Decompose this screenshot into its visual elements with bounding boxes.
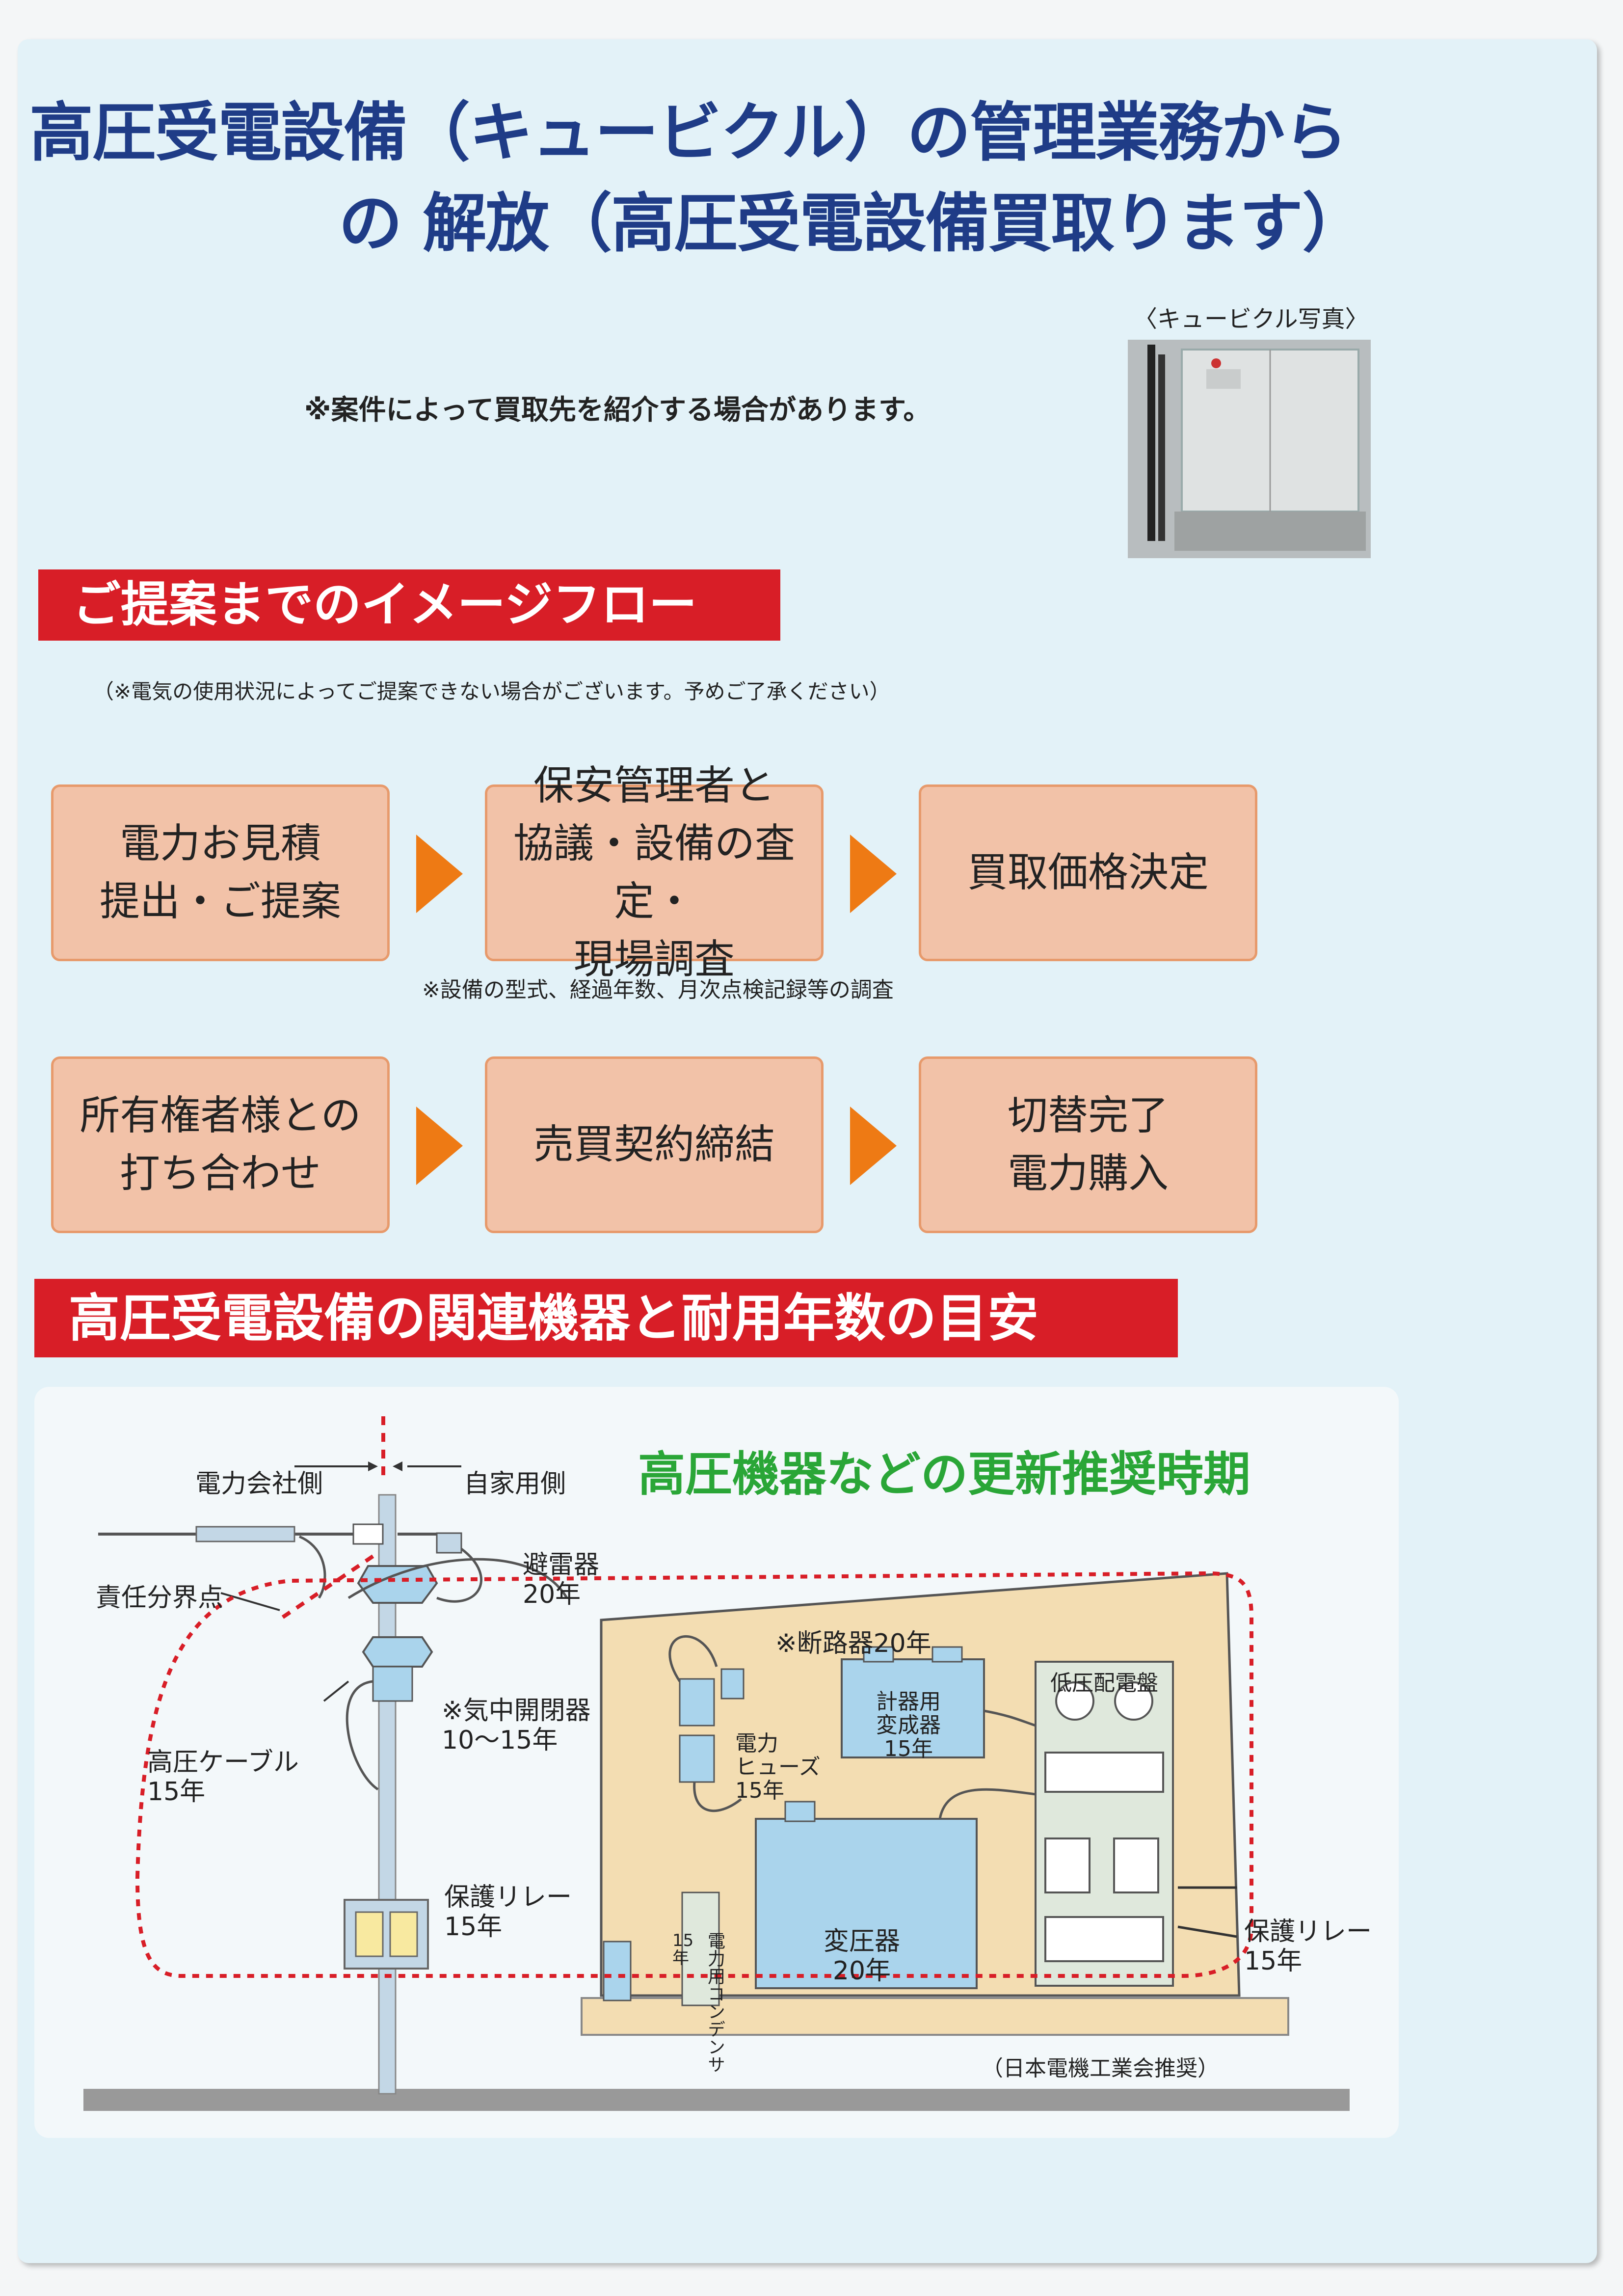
flow-subnote: （※電気の使用状況によってご提案できない場合がございます。予めご了承ください）: [93, 679, 890, 703]
label-boundary: 責任分界点: [96, 1583, 224, 1613]
label-own-side: 自家用側: [464, 1469, 566, 1499]
label-relay-panel: 保護リレー 15年: [1244, 1917, 1372, 1976]
flow-step-contract: 売買契約締結: [485, 1056, 824, 1233]
recommend-title: 高圧機器などの更新推奨時期: [638, 1447, 1251, 1502]
flow-arrow-icon: [416, 835, 463, 913]
flow-step-note: ※設備の型式、経過年数、月次点検記録等の調査: [422, 977, 894, 1002]
label-source: （日本電機工業会推奨）: [982, 2056, 1219, 2081]
flow-step-estimate: 電力お見積 提出・ご提案: [51, 784, 390, 961]
label-instrument-transformer: 計器用 変成器 15年: [876, 1689, 941, 1761]
flow-arrow-icon: [850, 1107, 897, 1185]
label-relay-pole: 保護リレー 15年: [444, 1883, 572, 1942]
label-hv-cable: 高圧ケーブル 15年: [147, 1748, 299, 1807]
flow-arrow-icon: [416, 1107, 463, 1185]
cubicle-photo: [1128, 340, 1371, 558]
flow-step-price: 買取価格決定: [919, 784, 1257, 961]
label-transformer: 変圧器 20年: [824, 1927, 901, 1986]
label-condenser-years: 15 年: [672, 1931, 694, 1968]
flow-step-meeting: 所有権者様との 打ち合わせ: [51, 1056, 390, 1233]
label-breaker: ※断路器20年: [775, 1629, 931, 1658]
equipment-diagram: [34, 1387, 1399, 2138]
purchase-note: ※案件によって買取先を紹介する場合があります。: [304, 394, 931, 426]
label-condenser: 電力用コンデンサ: [705, 1932, 725, 2073]
flow-heading: ご提案までのイメージフロー: [38, 569, 780, 641]
title-line-2: の 解放（高圧受電設備買取ります）: [339, 186, 1366, 261]
label-arrester: 避雷器 20年: [523, 1550, 600, 1609]
photo-caption: 〈キュービクル写真〉: [1134, 305, 1369, 333]
flow-step-consultation: 保安管理者と 協議・設備の査定・ 現場調査: [485, 762, 824, 983]
label-lv-panel: 低圧配電盤: [1050, 1671, 1158, 1696]
label-fuse: 電力 ヒューズ 15年: [735, 1731, 821, 1803]
flow-arrow-icon: [850, 835, 897, 913]
label-power-company-side: 電力会社側: [195, 1469, 323, 1499]
equipment-heading: 高圧受電設備の関連機器と耐用年数の目安: [34, 1279, 1178, 1357]
title-line-1: 高圧受電設備（キュービクル）の管理業務から: [29, 95, 1348, 170]
label-air-switch: ※気中開閉器 10〜15年: [442, 1696, 591, 1755]
flow-step-switch: 切替完了 電力購入: [919, 1056, 1257, 1233]
